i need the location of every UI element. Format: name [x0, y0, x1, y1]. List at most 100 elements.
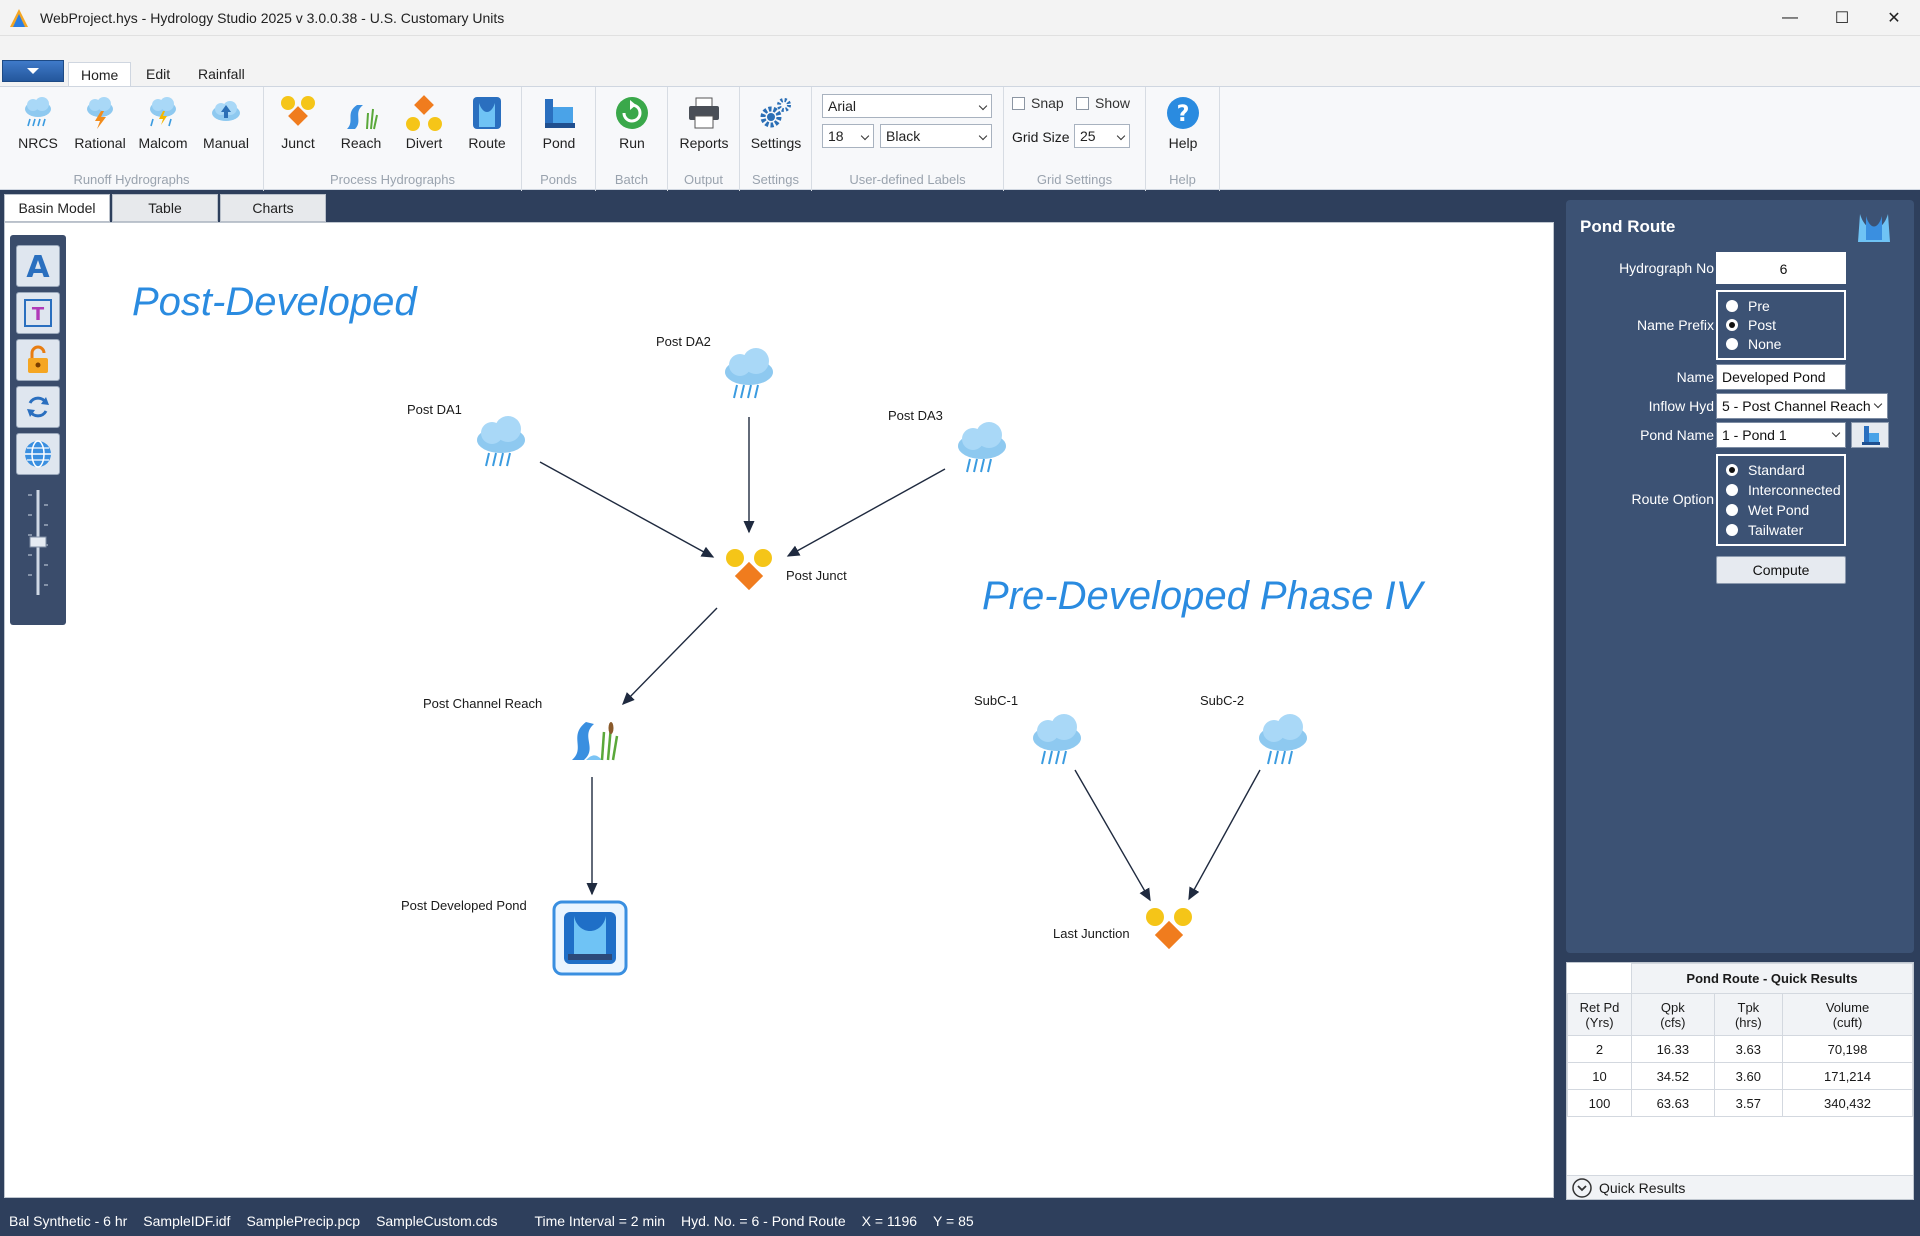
radio-dot-selected: [1726, 319, 1738, 331]
chevron-down-circle-icon: [1572, 1177, 1592, 1198]
hydrograph-no-field[interactable]: 6: [1716, 252, 1846, 284]
rational-button[interactable]: Rational: [70, 93, 130, 163]
lock-toggle-button[interactable]: [16, 339, 60, 381]
run-button[interactable]: Run: [602, 93, 662, 163]
post-junct-icon[interactable]: [726, 549, 772, 591]
manual-button[interactable]: Manual: [196, 93, 256, 163]
subc2-icon[interactable]: [1258, 713, 1308, 765]
quick-results-footer-label: Quick Results: [1599, 1179, 1686, 1196]
window-title: WebProject.hys - Hydrology Studio 2025 v…: [40, 9, 505, 26]
snap-checkbox[interactable]: Snap: [1012, 95, 1064, 111]
printer-icon: [689, 97, 719, 129]
route-option-label: Route Option: [1631, 491, 1715, 507]
tab-basin-model[interactable]: Basin Model: [4, 194, 110, 222]
post-channel-reach-icon[interactable]: [572, 722, 619, 761]
status-idf-file: SampleIDF.idf: [143, 1213, 231, 1229]
font-size-select[interactable]: 18: [822, 124, 874, 148]
gears-icon: [760, 98, 791, 128]
ribbon: NRCS Rational Malcom Manual Runoff Hyd: [0, 86, 1920, 191]
prefix-radio-post[interactable]: Post: [1726, 317, 1776, 333]
text-tool-button[interactable]: A: [16, 245, 60, 287]
post-da1-icon[interactable]: [476, 415, 526, 467]
compute-button[interactable]: Compute: [1716, 556, 1846, 584]
rain-cloud-icon: [25, 97, 51, 127]
settings-button[interactable]: Settings: [746, 93, 806, 163]
name-input[interactable]: Developed Pond: [1716, 364, 1846, 390]
route-radio-interconnected[interactable]: Interconnected: [1726, 482, 1841, 498]
pond-editor-button[interactable]: [1851, 422, 1889, 448]
map-view-button[interactable]: [16, 433, 60, 475]
label-tool-button[interactable]: T: [16, 292, 60, 334]
inflow-hyd-select[interactable]: 5 - Post Channel Reach: [1716, 393, 1888, 419]
table-row[interactable]: 100 63.63 3.57 340,432: [1567, 1089, 1913, 1117]
grid-group-label: Grid Settings: [1036, 172, 1113, 187]
file-menu-button[interactable]: [2, 60, 64, 82]
col-header-tpk: Tpk(hrs): [1713, 993, 1784, 1036]
table-row[interactable]: 10 34.52 3.60 171,214: [1567, 1062, 1913, 1090]
pond-name-select[interactable]: 1 - Pond 1: [1716, 422, 1846, 448]
basin-model-canvas[interactable]: Post-Developed Pre-Developed Phase IV Po…: [72, 236, 1544, 1188]
refresh-layout-button[interactable]: [16, 386, 60, 428]
malcom-button[interactable]: Malcom: [133, 93, 193, 163]
maximize-button[interactable]: ☐: [1834, 10, 1850, 27]
svg-text:A: A: [26, 250, 50, 282]
storm-cloud-icon: [87, 97, 113, 129]
cell-qpk: 34.52: [1631, 1062, 1715, 1090]
svg-text:?: ?: [1177, 102, 1190, 127]
divert-button[interactable]: Divert: [394, 93, 454, 163]
grid-size-select[interactable]: 25: [1074, 124, 1130, 148]
radio-dot: [1726, 300, 1738, 312]
minimize-button[interactable]: —: [1782, 9, 1798, 26]
font-color-select[interactable]: Black: [880, 124, 992, 148]
route-button[interactable]: Route: [457, 93, 517, 163]
channel-reach-icon: [347, 105, 378, 130]
tab-edit[interactable]: Edit: [146, 66, 171, 82]
reach-label: Reach: [340, 135, 382, 151]
table-row[interactable]: 2 16.33 3.63 70,198: [1567, 1035, 1913, 1063]
subc1-icon[interactable]: [1032, 713, 1082, 765]
zoom-slider[interactable]: [18, 485, 58, 615]
header-unit: (cuft): [1832, 1014, 1863, 1030]
junct-button[interactable]: Junct: [268, 93, 328, 163]
last-junction-icon[interactable]: [1146, 908, 1192, 950]
font-size-value: 18: [828, 128, 844, 144]
pond-button[interactable]: Pond: [529, 93, 589, 163]
name-prefix-group: Pre Post None: [1716, 290, 1846, 360]
run-label: Run: [619, 135, 645, 151]
route-radio-tailwater[interactable]: Tailwater: [1726, 522, 1803, 538]
route-radio-wet-pond[interactable]: Wet Pond: [1726, 502, 1809, 518]
basin-network-diagram: [476, 347, 1308, 976]
post-developed-title[interactable]: Post-Developed: [132, 280, 417, 324]
nrcs-button[interactable]: NRCS: [8, 93, 68, 163]
post-developed-pond-icon[interactable]: [552, 900, 628, 976]
radio-dot: [1726, 524, 1738, 536]
pre-developed-title[interactable]: Pre-Developed Phase IV: [982, 574, 1423, 618]
junct-label: Junct: [281, 135, 315, 151]
reach-button[interactable]: Reach: [331, 93, 391, 163]
quick-results-toggle[interactable]: Quick Results: [1567, 1175, 1913, 1199]
show-grid-checkbox[interactable]: Show: [1076, 95, 1130, 111]
refresh-icon: [27, 396, 49, 418]
font-family-select[interactable]: Arial: [822, 94, 992, 118]
inflow-hyd-label: Inflow Hyd: [1648, 398, 1714, 414]
prefix-radio-pre[interactable]: Pre: [1726, 298, 1770, 314]
post-da2-icon[interactable]: [724, 347, 774, 399]
tab-rainfall[interactable]: Rainfall: [198, 66, 245, 82]
reports-button[interactable]: Reports: [674, 93, 734, 163]
chevron-down-icon: [1116, 131, 1126, 141]
group-ponds: Pond Ponds: [522, 87, 596, 191]
chevron-down-icon: [860, 131, 870, 141]
post-da3-icon[interactable]: [957, 421, 1007, 473]
tab-home[interactable]: Home: [68, 62, 132, 88]
route-radio-standard[interactable]: Standard: [1726, 462, 1805, 478]
radio-dot: [1726, 504, 1738, 516]
tab-charts[interactable]: Charts: [220, 194, 326, 222]
settings-label: Settings: [750, 135, 802, 151]
tab-table[interactable]: Table: [112, 194, 218, 222]
pond-route-panel: Pond Route Hydrograph No 6 Name Prefix P…: [1566, 200, 1914, 953]
help-button[interactable]: ? Help: [1153, 93, 1213, 163]
group-batch: Run Batch: [596, 87, 668, 191]
close-button[interactable]: ✕: [1887, 10, 1901, 27]
prefix-radio-none[interactable]: None: [1726, 336, 1781, 352]
connector-arrows: [539, 417, 1261, 902]
